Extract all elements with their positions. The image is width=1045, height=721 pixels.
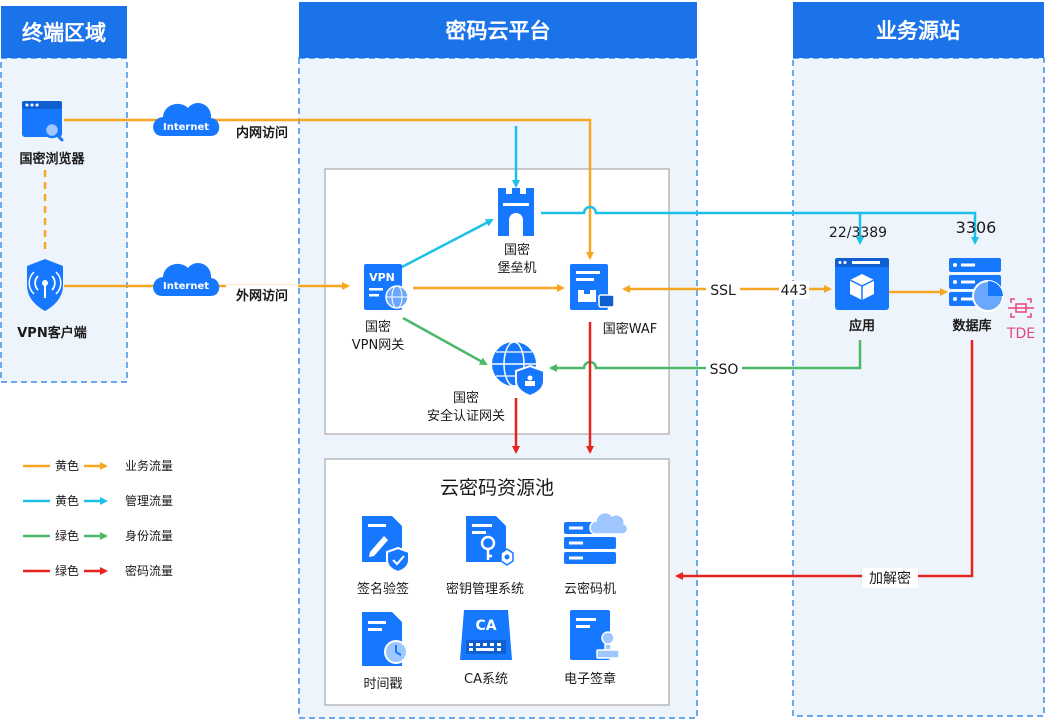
globe-shield-icon (492, 341, 545, 398)
tde-node: TDE (1006, 298, 1035, 342)
database-label: 数据库 (952, 318, 991, 334)
legend-flow-name: 密码流量 (125, 563, 173, 578)
zone-source: 业务源站 (792, 2, 1045, 717)
internet-label-2: Internet (163, 281, 209, 292)
database-node[interactable]: 数据库 (949, 258, 1004, 334)
bastion-label-line2: 堡垒机 (497, 260, 536, 276)
auth-gateway-label-line1: 国密 (453, 390, 479, 406)
label-22-3389: 22/3389 (829, 225, 887, 241)
zone-source-title: 业务源站 (876, 19, 960, 43)
zone-terminal: 终端区域 (0, 6, 128, 383)
app-node[interactable]: 应用 (835, 258, 889, 334)
flow-gateway-to-bastion (399, 218, 494, 270)
label-extranet: 外网访问 (235, 288, 288, 304)
pool-item-label: 签名验签 (357, 581, 409, 597)
pool-item-cloud-hsm[interactable]: 云密码机 (564, 511, 629, 597)
legend-business: 黄色 业务流量 (23, 458, 173, 473)
flow-bastion-to-db (860, 211, 979, 245)
pool-item-label: 云密码机 (564, 581, 616, 597)
label-encdec: 加解密 (869, 570, 911, 587)
waf-label: 国密WAF (603, 321, 658, 337)
flow-browser-to-waf (64, 118, 594, 260)
pool-item-label: 时间戳 (363, 677, 402, 692)
label-sso: SSO (710, 362, 739, 378)
legend-color-name: 绿色 (55, 563, 79, 578)
pool-item-timestamp[interactable]: 时间戳 (362, 612, 408, 692)
legend-color-name: 黄色 (55, 494, 79, 508)
shield-antenna-icon (27, 259, 63, 311)
bastion-label-line1: 国密 (504, 242, 530, 258)
vpn-client-node[interactable]: VPN客户端 (17, 259, 87, 341)
legend-color-name: 绿色 (55, 528, 79, 543)
app-label: 应用 (849, 318, 875, 334)
label-3306: 3306 (956, 218, 997, 237)
pool-item-label: 密钥管理系统 (446, 581, 524, 597)
pool-item-key-management[interactable]: 密钥管理系统 (446, 516, 524, 597)
bastion-node[interactable]: 国密 堡垒机 (497, 188, 537, 276)
flow-gateway-to-auth (402, 316, 488, 366)
internet-cloud-2: Internet (153, 263, 220, 296)
label-443: 443 (781, 283, 808, 299)
tde-label: TDE (1006, 326, 1035, 342)
timestamp-icon (362, 612, 408, 666)
browser-node[interactable]: 国密浏览器 (19, 101, 85, 167)
vpn-gateway-icon: VPN (364, 264, 409, 310)
label-intranet: 内网访问 (236, 125, 288, 141)
key-management-icon (466, 516, 514, 566)
legend: 黄色 业务流量 黄色 管理流量 绿色 身份流量 绿色 密码流量 (23, 458, 173, 578)
waf-icon (570, 264, 615, 310)
zone-platform-title: 密码云平台 (446, 19, 551, 43)
vpn-gateway-node[interactable]: VPN 国密 VPN网关 (352, 264, 409, 353)
pool-item-sign-verify[interactable]: 签名验签 (357, 516, 410, 597)
internet-label-1: Internet (163, 122, 209, 133)
pool-item-label: CA系统 (464, 672, 508, 687)
auth-gateway-label-line2: 安全认证网关 (427, 408, 505, 424)
castle-icon (498, 188, 534, 236)
pool-item-label: 电子签章 (564, 671, 616, 687)
internet-cloud-1: Internet (153, 103, 220, 136)
sign-verify-icon (362, 516, 410, 574)
vpn-gateway-label-line2: VPN网关 (352, 338, 404, 353)
flow-db-to-pool (675, 340, 974, 580)
browser-label: 国密浏览器 (19, 151, 85, 167)
app-icon (835, 258, 889, 310)
server-db-icon (949, 258, 1004, 312)
legend-flow-name: 业务流量 (125, 458, 173, 473)
vpn-gateway-label-line1: 国密 (365, 319, 391, 335)
vpn-badge-text: VPN (369, 271, 395, 284)
ca-keyboard-icon: CA (460, 610, 512, 660)
pool-title: 云密码资源池 (440, 477, 554, 499)
ca-badge-text: CA (475, 618, 496, 634)
legend-management: 黄色 管理流量 (23, 493, 173, 508)
waf-node[interactable]: 国密WAF (570, 264, 657, 337)
e-seal-icon (570, 610, 620, 660)
legend-color-name: 黄色 (55, 459, 79, 473)
management-flows (399, 126, 979, 270)
label-ssl: SSL (710, 283, 736, 299)
legend-identity: 绿色 身份流量 (23, 528, 173, 543)
pool-item-e-seal[interactable]: 电子签章 (564, 610, 620, 687)
pool-item-ca-system[interactable]: CA CA系统 (460, 610, 512, 687)
cloud-server-icon (564, 511, 629, 564)
legend-flow-name: 管理流量 (125, 493, 173, 508)
crypto-flows (512, 322, 974, 580)
legend-crypto: 绿色 密码流量 (23, 563, 173, 578)
legend-flow-name: 身份流量 (125, 528, 173, 543)
browser-icon (22, 101, 64, 142)
tde-icon (1008, 298, 1034, 318)
flow-bastion-to-app (541, 205, 864, 245)
zone-terminal-title: 终端区域 (22, 21, 106, 45)
auth-gateway-node[interactable]: 国密 安全认证网关 (427, 341, 545, 424)
vpn-client-label: VPN客户端 (17, 325, 86, 341)
